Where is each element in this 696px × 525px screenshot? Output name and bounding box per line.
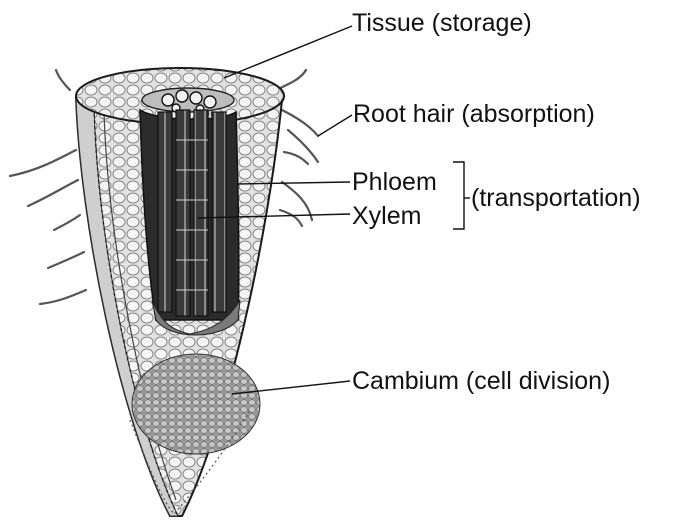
root-hair-left-3 (54, 215, 80, 230)
root-hair-right-5 (280, 210, 302, 226)
root-hair-right-4 (282, 182, 312, 220)
root-hair-left-1 (10, 150, 76, 176)
label-root-hair: Root hair (absorption) (353, 100, 595, 128)
root-hair-left-2 (28, 180, 78, 206)
top-vascular-ring (142, 88, 234, 112)
root-hair-left-5 (40, 290, 86, 304)
root-hair-right-2 (288, 130, 318, 162)
leader-tissue (224, 26, 352, 78)
root-hair-right-3 (284, 152, 308, 164)
cambium-zone (132, 354, 260, 454)
transport-bracket (453, 162, 464, 229)
label-phloem: Phloem (352, 168, 437, 196)
label-tissue: Tissue (storage) (352, 9, 532, 37)
label-xylem: Xylem (352, 202, 421, 230)
root-hair-left-4 (48, 252, 84, 268)
root-hair-right-1 (282, 110, 318, 136)
root-hair-right-6 (276, 70, 306, 90)
leader-root-hair (318, 115, 352, 136)
root-hair-left-6 (56, 70, 70, 90)
label-transportation: (transportation) (471, 184, 641, 212)
label-cambium: Cambium (cell division) (352, 367, 610, 395)
